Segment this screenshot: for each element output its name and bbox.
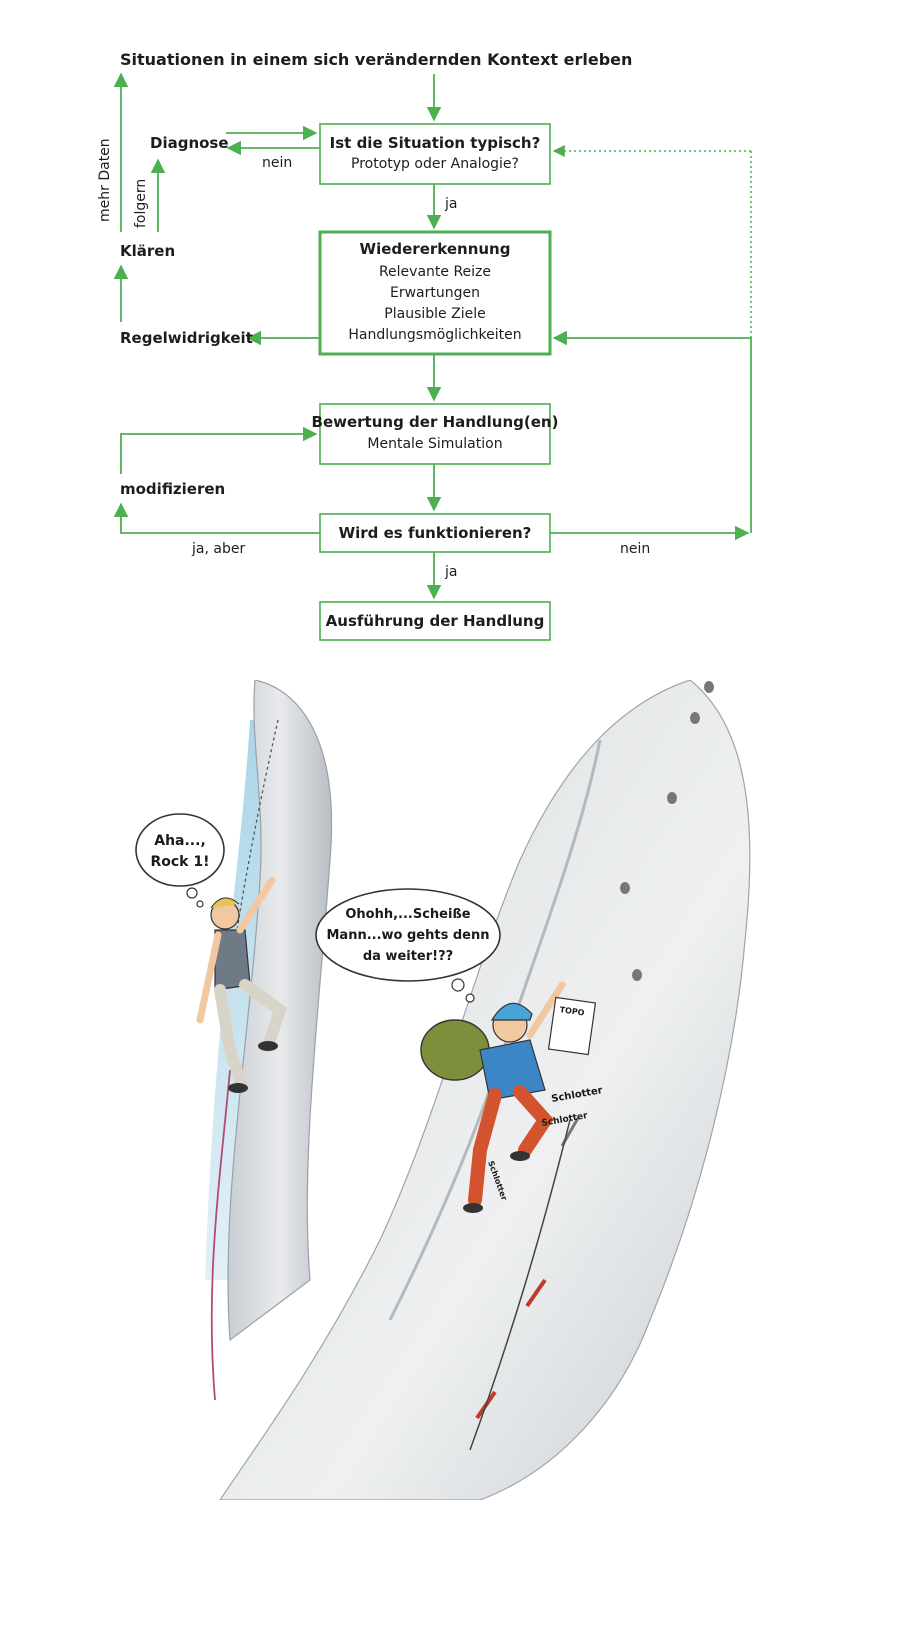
- label-klaeren: Klären: [120, 242, 175, 260]
- climber-right: TOPO Schlotter Schlotter Schlotter: [420, 981, 604, 1213]
- label-mehr-daten: mehr Daten: [97, 138, 113, 222]
- label-regelwidrigkeit: Regelwidrigkeit: [120, 329, 253, 347]
- quickdraw-icon: [525, 1278, 547, 1308]
- thought-bubble-left: Aha..., Rock 1!: [135, 813, 225, 908]
- climbing-cartoon: Aha..., Rock 1! TOPO Schlotter Schlotter…: [135, 680, 751, 1500]
- box-works: Wird es funktionieren?: [319, 513, 551, 553]
- topo-label: TOPO: [559, 1005, 585, 1017]
- evaluation-subline: Mentale Simulation: [367, 436, 502, 452]
- topo-sheet: TOPO: [547, 996, 597, 1056]
- box-typical-question: Ist die Situation typisch?: [330, 134, 541, 152]
- bubble-right-line: Ohohh,...Scheiße: [345, 907, 470, 922]
- bolt-icon: [704, 681, 714, 693]
- box-evaluation: Bewertung der Handlung(en) Mentale Simul…: [312, 403, 559, 465]
- bolt-icon: [632, 969, 642, 981]
- bolt-icons: [620, 681, 714, 981]
- arrow-works-to-modifizieren: [113, 502, 320, 534]
- left-top-rope: [229, 719, 279, 981]
- label-folgern: folgern: [133, 179, 149, 228]
- box-execution: Ausführung der Handlung: [319, 601, 551, 641]
- recognition-primed-decision-diagram: Situationen in einem sich verändernden K…: [97, 50, 752, 641]
- arrow-modifizieren-to-evaluation: [120, 426, 318, 474]
- recognition-item: Relevante Reize: [379, 264, 491, 280]
- recognition-title: Wiedererkennung: [360, 240, 511, 258]
- label-ja-works: ja: [444, 564, 457, 580]
- bubble-left-line: Aha...,: [154, 833, 206, 849]
- bolt-icon: [667, 792, 677, 804]
- label-ja-aber: ja, aber: [191, 541, 245, 557]
- backpack-icon: [420, 1019, 490, 1081]
- helmet-icon: [490, 1002, 533, 1021]
- top-title: Situationen in einem sich verändernden K…: [120, 50, 632, 69]
- right-rock-face: [219, 680, 751, 1500]
- box-typical: Ist die Situation typisch? Prototyp oder…: [319, 123, 551, 185]
- works-question: Wird es funktionieren?: [339, 524, 532, 542]
- bubble-right-line: da weiter!??: [363, 949, 453, 964]
- label-diagnose: Diagnose: [150, 134, 229, 152]
- box-recognition: Wiedererkennung Relevante Reize Erwartun…: [318, 230, 552, 356]
- bubble-left-line: Rock 1!: [150, 854, 209, 870]
- label-modifizieren: modifizieren: [120, 480, 225, 498]
- bubble-right-line: Mann...wo gehts denn: [327, 928, 490, 943]
- execution-label: Ausführung der Handlung: [326, 612, 545, 630]
- thought-bubble-right: Ohohh,...Scheiße Mann...wo gehts denn da…: [315, 888, 501, 1003]
- left-rope: [210, 1069, 231, 1401]
- bolt-icon: [620, 882, 630, 894]
- recognition-item: Erwartungen: [390, 285, 480, 301]
- recognition-item: Plausible Ziele: [384, 306, 485, 322]
- bolt-icon: [690, 712, 700, 724]
- box-typical-subline: Prototyp oder Analogie?: [351, 156, 519, 172]
- label-ja-typical: ja: [444, 196, 457, 212]
- label-nein-typical: nein: [262, 155, 292, 171]
- label-nein-works: nein: [620, 541, 650, 557]
- climber-left: [196, 876, 288, 1093]
- right-rope: [469, 1119, 571, 1451]
- evaluation-title: Bewertung der Handlung(en): [312, 413, 559, 431]
- recognition-item: Handlungsmöglichkeiten: [348, 327, 521, 343]
